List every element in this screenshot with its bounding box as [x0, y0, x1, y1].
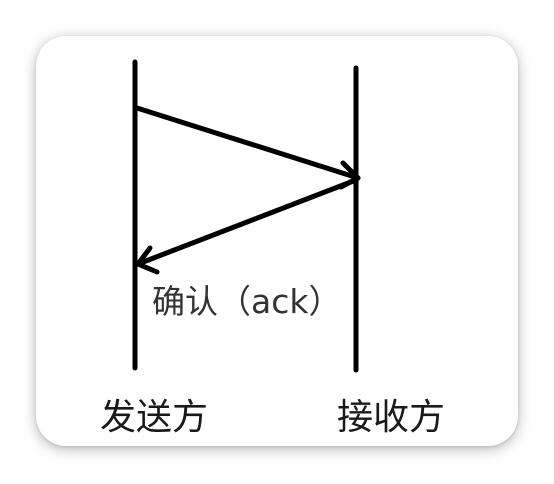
ack-arrowhead — [135, 245, 160, 275]
receiver-label: 接收方 — [337, 397, 446, 438]
ack-label: 确认（ack） — [152, 282, 342, 321]
ack-message-arrow — [135, 177, 359, 275]
data-message-arrow — [134, 105, 361, 190]
diagram-card — [36, 36, 518, 446]
sender-label: 发送方 — [100, 397, 209, 438]
